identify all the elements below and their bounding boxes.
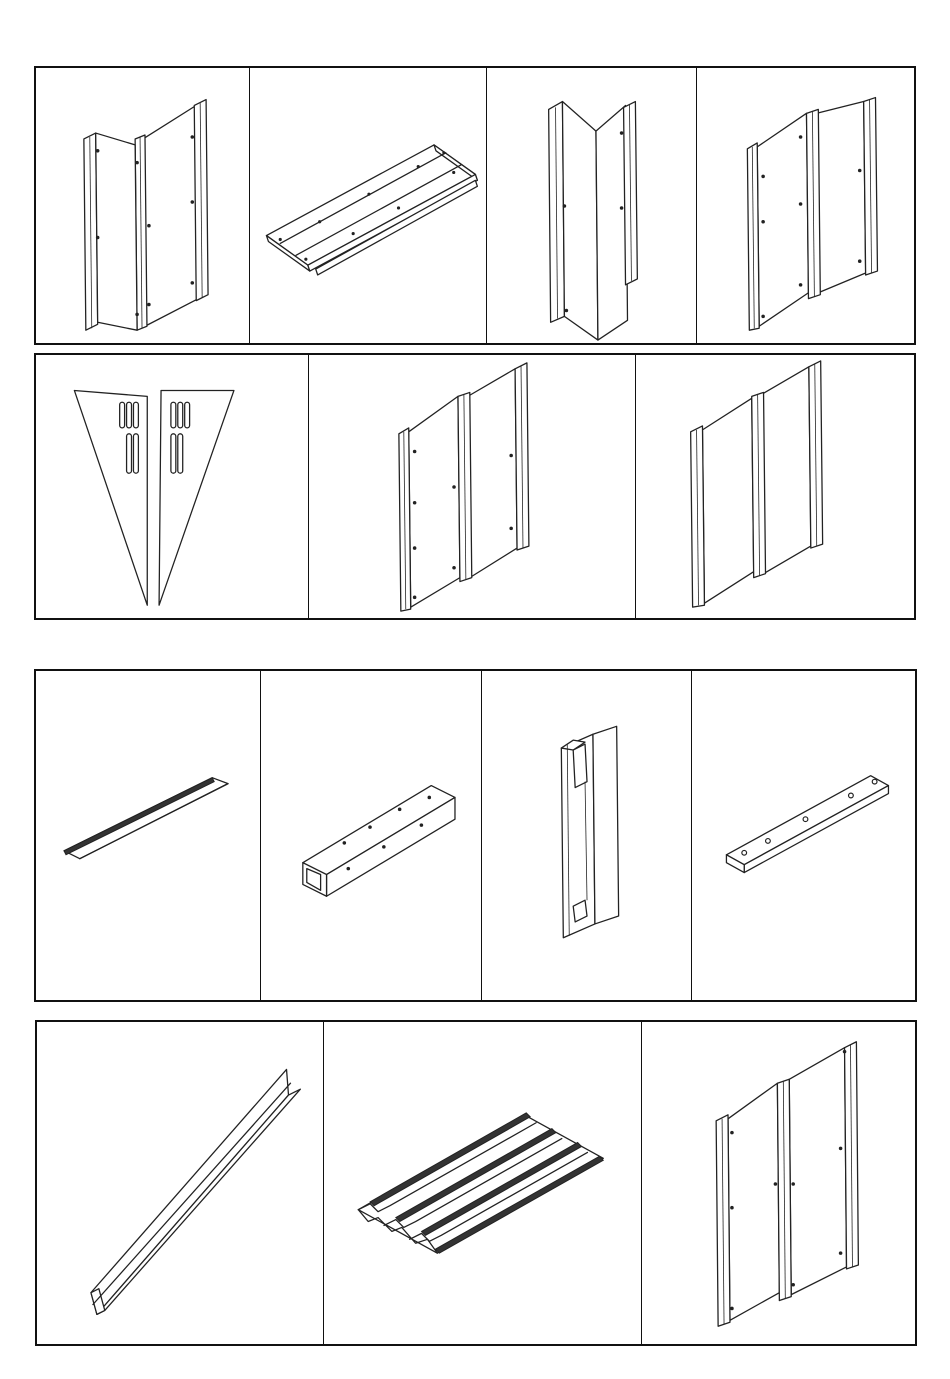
- corner-post-with-side-panel-cell: [36, 68, 250, 343]
- vertical-c-post-cell: [482, 671, 692, 1000]
- parts-grid-row-1: [34, 66, 916, 345]
- vertical-c-post-drawing: [482, 671, 691, 1000]
- corner-post-with-side-panel-drawing: [36, 68, 249, 343]
- wall-panel-with-holes-drawing: [309, 355, 636, 618]
- parts-grid-row-3: [34, 669, 917, 1002]
- wall-panel-large-drawing: [642, 1022, 915, 1344]
- slotted-strap-channel-cell: [692, 671, 915, 1000]
- long-angle-rail-drawing: [37, 1022, 323, 1344]
- corner-post-drawing: [487, 68, 696, 343]
- double-wall-panel-cell: [697, 68, 914, 343]
- angle-trim-strip-drawing: [36, 671, 260, 1000]
- base-channel-rail-drawing: [250, 68, 486, 343]
- long-angle-rail-cell: [37, 1022, 324, 1344]
- corrugated-roof-sheet-drawing: [324, 1022, 642, 1344]
- c-channel-beam-drawing: [261, 671, 481, 1000]
- parts-grid-row-2: [34, 353, 916, 620]
- c-channel-beam-cell: [261, 671, 482, 1000]
- double-wall-panel-drawing: [697, 68, 914, 343]
- corrugated-roof-sheet-cell: [324, 1022, 643, 1344]
- triangular-gable-vents-drawing: [36, 355, 308, 618]
- parts-grid-row-4: [35, 1020, 917, 1346]
- corner-post-cell: [487, 68, 697, 343]
- triangular-gable-vents-cell: [36, 355, 309, 618]
- base-channel-rail-cell: [250, 68, 487, 343]
- wall-panel-large-cell: [642, 1022, 915, 1344]
- wall-panel-with-holes-cell: [309, 355, 637, 618]
- slotted-strap-channel-drawing: [692, 671, 915, 1000]
- wall-panel-plain-cell: [636, 355, 914, 618]
- wall-panel-plain-drawing: [636, 355, 914, 618]
- angle-trim-strip-cell: [36, 671, 261, 1000]
